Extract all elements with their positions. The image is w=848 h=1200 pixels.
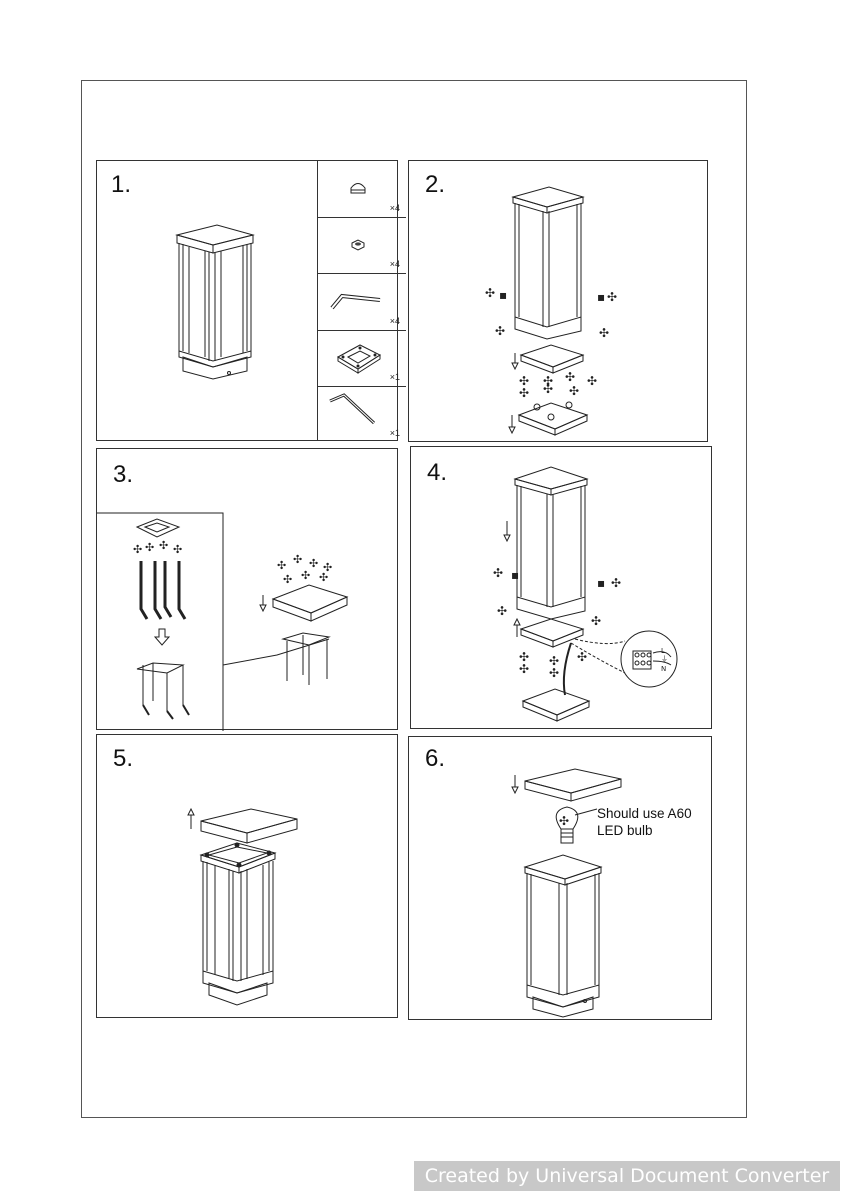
svg-text:✣: ✣ (277, 559, 286, 572)
instruction-sheet (81, 80, 747, 1118)
svg-text:⏚: ⏚ (661, 655, 668, 663)
step-number: 5. (113, 745, 134, 772)
step-number: 6. (425, 745, 446, 772)
svg-text:✣: ✣ (133, 543, 142, 556)
step-1-panel: 1. ×4 ×4 (96, 160, 406, 441)
step-number: 3. (113, 461, 134, 488)
svg-text:✣: ✣ (293, 553, 302, 566)
bulb-note-line-2: LED bulb (597, 823, 653, 838)
part-allen-key: ×1 (318, 387, 406, 442)
svg-text:✣: ✣ (145, 541, 154, 554)
svg-text:▪: ▪ (499, 288, 507, 302)
svg-text:✣: ✣ (309, 557, 318, 570)
svg-text:✣: ✣ (607, 290, 617, 304)
svg-text:✣: ✣ (577, 650, 587, 664)
svg-text:▪: ▪ (511, 568, 519, 582)
svg-text:✣: ✣ (493, 566, 503, 580)
svg-text:✣: ✣ (301, 569, 310, 582)
svg-text:✣: ✣ (559, 814, 569, 828)
svg-text:✣: ✣ (323, 561, 332, 574)
exploded-lamp-illustration: ✣▪ ▪✣ ✣✣ ✣✣✣✣ ✣✣✣ (485, 186, 617, 436)
svg-text:✣: ✣ (591, 614, 601, 628)
bulb-install-illustration: ✣ (511, 768, 622, 1018)
svg-text:L: L (661, 647, 665, 655)
part-nut: ×4 (318, 218, 406, 274)
svg-text:✣: ✣ (495, 324, 505, 338)
step-4-panel: 4. ✣▪ ▪✣ ✣✣ ✣✣✣ ✣✣ L (410, 446, 712, 729)
svg-text:✣: ✣ (173, 543, 182, 556)
svg-text:✣: ✣ (549, 666, 559, 680)
svg-text:▪: ▪ (597, 290, 605, 304)
step-number: 4. (427, 459, 448, 486)
part-anchor-bolt: ×4 (318, 274, 406, 331)
anchor-assembly-illustration: ✣✣✣✣ ✣✣✣✣ ✣✣✣ (97, 512, 349, 731)
svg-text:✣: ✣ (611, 576, 621, 590)
svg-text:▪: ▪ (597, 576, 605, 590)
part-quantity: ×4 (389, 203, 400, 213)
svg-text:✣: ✣ (159, 539, 168, 552)
svg-text:✣: ✣ (549, 654, 559, 668)
bulb-note: Should use A60 LED bulb (597, 805, 692, 839)
step-3-panel: 3. ✣✣✣✣ ✣✣✣✣ ✣✣✣ (96, 448, 398, 731)
mounting-plate-icon (336, 344, 382, 374)
svg-text:✣: ✣ (599, 326, 609, 340)
part-quantity: ×1 (389, 428, 400, 438)
step-number: 1. (111, 171, 132, 198)
part-quantity: ×4 (389, 316, 400, 326)
svg-text:✣: ✣ (519, 386, 529, 400)
cap-nut-icon (350, 183, 366, 194)
svg-text:✣: ✣ (569, 384, 579, 398)
anchor-bolt-icon (330, 293, 381, 310)
svg-text:✣: ✣ (319, 571, 328, 584)
svg-text:✣: ✣ (543, 382, 553, 396)
step-6-panel: 6. ✣ Should use A60 LED (408, 736, 712, 1020)
bulb-note-line-1: Should use A60 (597, 806, 692, 821)
parts-list: ×4 ×4 ×4 ×1 (317, 161, 406, 440)
part-quantity: ×1 (389, 372, 400, 382)
svg-text:✣: ✣ (519, 374, 529, 388)
svg-text:✣: ✣ (485, 286, 495, 300)
part-cap-nut: ×4 (318, 161, 406, 218)
svg-text:✣: ✣ (283, 573, 292, 586)
step-5-panel: 5. (96, 734, 398, 1018)
svg-text:✣: ✣ (519, 662, 529, 676)
svg-text:✣: ✣ (519, 650, 529, 664)
part-mounting-plate: ×1 (318, 331, 406, 387)
part-quantity: ×4 (389, 259, 400, 269)
lid-install-illustration (187, 807, 298, 1006)
svg-text:N: N (661, 665, 666, 673)
lamp-illustration (175, 224, 255, 380)
svg-text:✣: ✣ (587, 374, 597, 388)
svg-text:✣: ✣ (543, 374, 553, 388)
svg-text:✣: ✣ (565, 370, 575, 384)
nut-icon (351, 239, 365, 251)
allen-key-icon (329, 393, 376, 425)
wiring-illustration: ✣▪ ▪✣ ✣✣ ✣✣✣ ✣✣ L⏚N (493, 466, 678, 722)
step-number: 2. (425, 171, 446, 198)
watermark: Created by Universal Document Converter (414, 1161, 840, 1191)
svg-text:✣: ✣ (497, 604, 507, 618)
step-2-panel: 2. ✣▪ ▪✣ ✣✣ ✣✣✣✣ ✣✣✣ (408, 160, 708, 442)
